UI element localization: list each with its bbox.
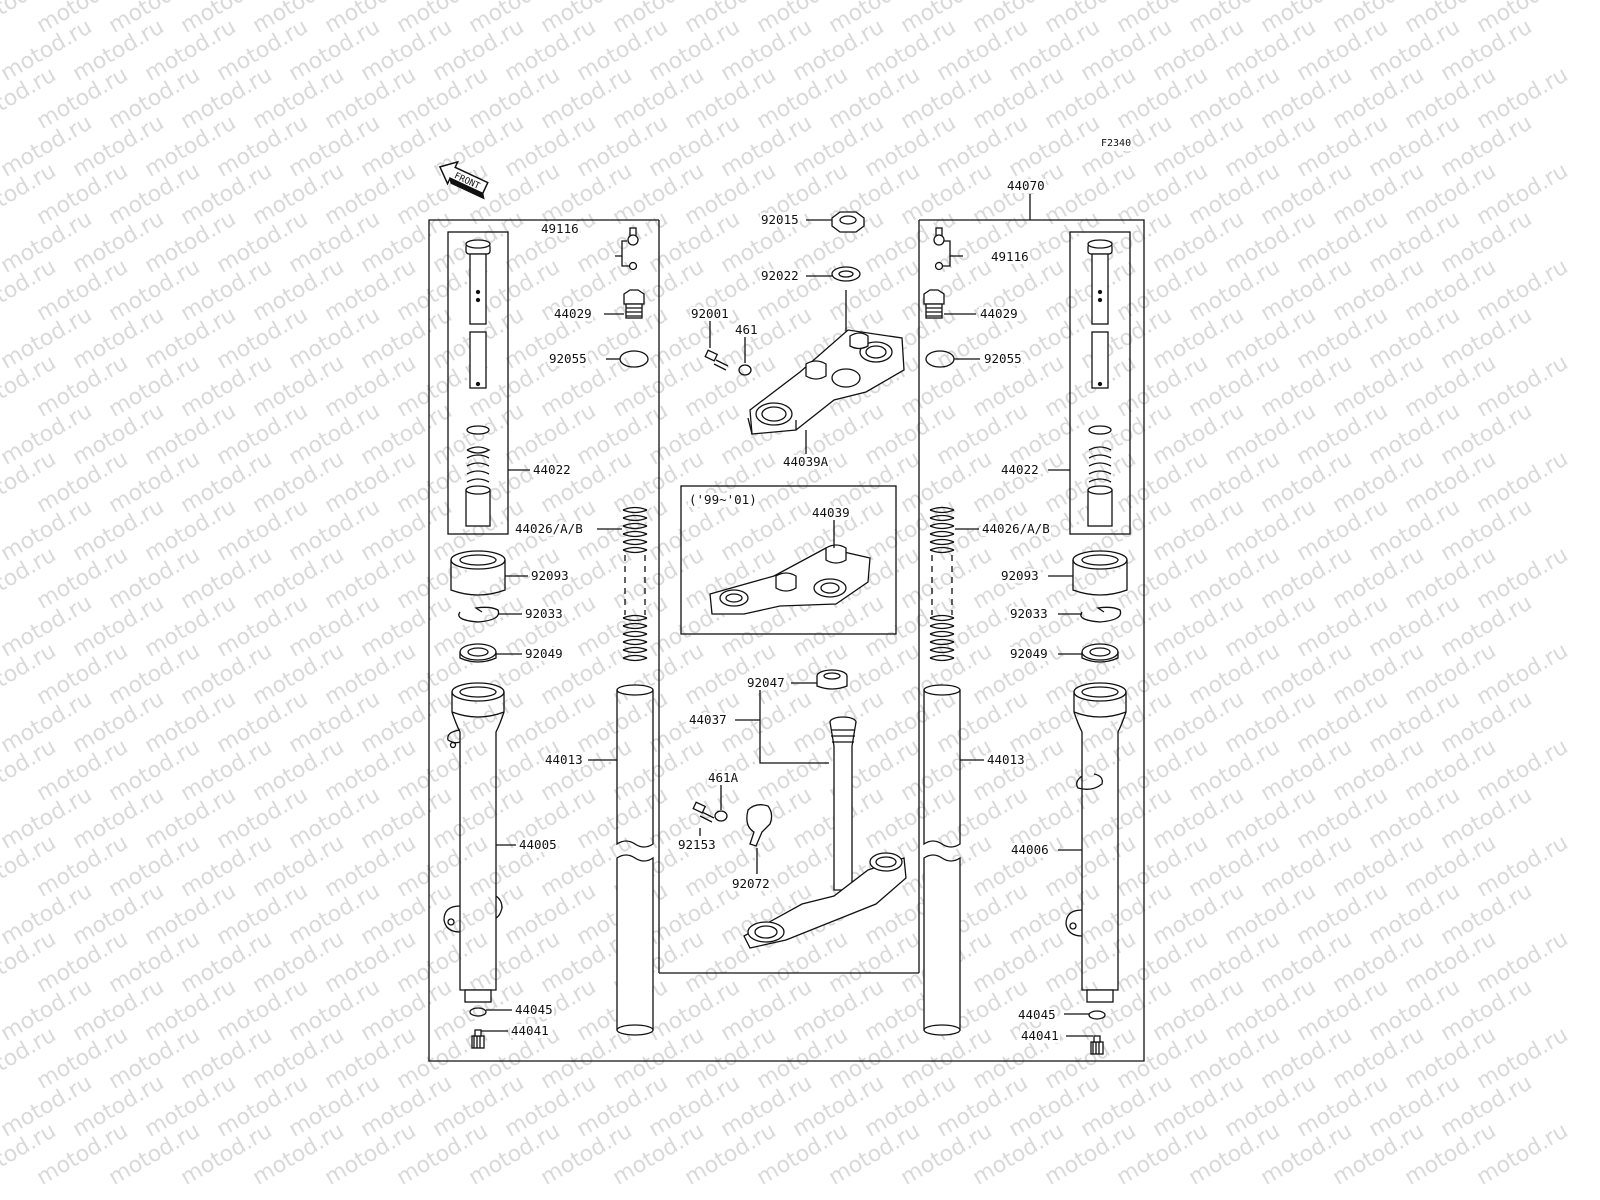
right-oil-seal-icon	[1081, 643, 1119, 663]
part-92093-right: 92093	[1000, 568, 1040, 583]
lock-washer-icon	[738, 364, 752, 376]
diagram-code: F2340	[1100, 137, 1133, 151]
stem-nut-icon	[831, 211, 865, 233]
right-fork-spring-icon	[929, 506, 955, 662]
part-92055-right: 92055	[983, 351, 1023, 366]
upper-bracket-icon	[747, 329, 905, 435]
left-washer-icon	[469, 1007, 487, 1017]
part-44029-left: 44029	[553, 306, 593, 321]
left-inner-tube-icon	[616, 684, 654, 1036]
right-o-ring-icon	[925, 350, 955, 368]
left-o-ring-icon	[619, 350, 649, 368]
part-44005: 44005	[518, 837, 558, 852]
hose-clamp-washer-icon	[714, 810, 728, 822]
part-461A: 461A	[707, 770, 740, 785]
inset-bracket-icon	[709, 544, 871, 615]
part-49116-right: 49116	[990, 249, 1030, 264]
part-92033-left: 92033	[524, 606, 564, 621]
right-drain-bolt-icon	[1090, 1035, 1104, 1055]
right-cartridge-frame	[1069, 231, 1131, 535]
stem-washer-icon	[831, 266, 861, 282]
part-44013-left: 44013	[544, 752, 584, 767]
right-washer-icon	[1088, 1010, 1106, 1020]
left-retaining-clip-icon	[458, 606, 500, 623]
left-cartridge-frame	[447, 231, 509, 535]
inset-caption: ('99~'01)	[688, 492, 758, 507]
right-dust-seal-icon	[1072, 550, 1128, 596]
part-44022-right: 44022	[1000, 462, 1040, 477]
part-92049-left: 92049	[524, 646, 564, 661]
left-fork-spring-icon	[622, 506, 648, 662]
part-44013-right: 44013	[986, 752, 1026, 767]
left-outer-tube-icon	[443, 682, 505, 1003]
right-outer-tube-icon	[1065, 682, 1127, 1003]
part-92153: 92153	[677, 837, 717, 852]
hose-clamp-icon	[746, 804, 773, 847]
right-cartridge-icon	[1087, 239, 1113, 527]
part-44006: 44006	[1010, 842, 1050, 857]
right-retaining-clip-icon	[1080, 606, 1122, 623]
inset-frame	[680, 485, 897, 635]
part-461: 461	[734, 322, 759, 337]
left-cartridge-icon	[465, 239, 491, 527]
right-air-valve-icon	[933, 227, 963, 271]
part-49116-left: 49116	[540, 221, 580, 236]
part-44039: 44039	[811, 505, 851, 520]
part-92072: 92072	[731, 876, 771, 891]
part-92033-right: 92033	[1009, 606, 1049, 621]
part-92093-left: 92093	[530, 568, 570, 583]
right-inner-tube-icon	[923, 684, 961, 1036]
part-44041-left: 44041	[510, 1023, 550, 1038]
part-44026-left: 44026/A/B	[514, 521, 584, 536]
part-92022: 92022	[760, 268, 800, 283]
part-92015: 92015	[760, 212, 800, 227]
hose-clamp-bolt-icon	[692, 801, 715, 823]
left-dust-seal-icon	[450, 550, 506, 596]
part-44037: 44037	[688, 712, 728, 727]
part-92001: 92001	[690, 306, 730, 321]
part-44029-right: 44029	[979, 306, 1019, 321]
left-top-cap-icon	[604, 289, 645, 319]
front-arrow-icon: FRONT	[438, 160, 489, 200]
part-44045-right: 44045	[1017, 1007, 1057, 1022]
left-oil-seal-icon	[459, 643, 497, 663]
left-assembly-frame	[428, 219, 1145, 1062]
part-44041-right: 44041	[1020, 1028, 1060, 1043]
left-air-valve-icon	[615, 227, 639, 271]
part-44045-left: 44045	[514, 1002, 554, 1017]
left-drain-bolt-icon	[471, 1029, 485, 1049]
part-44026-right: 44026/A/B	[981, 521, 1051, 536]
part-92049-right: 92049	[1009, 646, 1049, 661]
stem-seal-icon	[816, 669, 848, 690]
part-44039A: 44039A	[782, 454, 830, 469]
part-92055-left: 92055	[548, 351, 588, 366]
part-44070: 44070	[1006, 178, 1046, 193]
part-92047: 92047	[746, 675, 786, 690]
clamp-bolt-icon	[704, 349, 729, 371]
right-top-cap-icon	[923, 289, 976, 319]
part-44022-left: 44022	[532, 462, 572, 477]
steering-stem-icon	[743, 716, 907, 949]
